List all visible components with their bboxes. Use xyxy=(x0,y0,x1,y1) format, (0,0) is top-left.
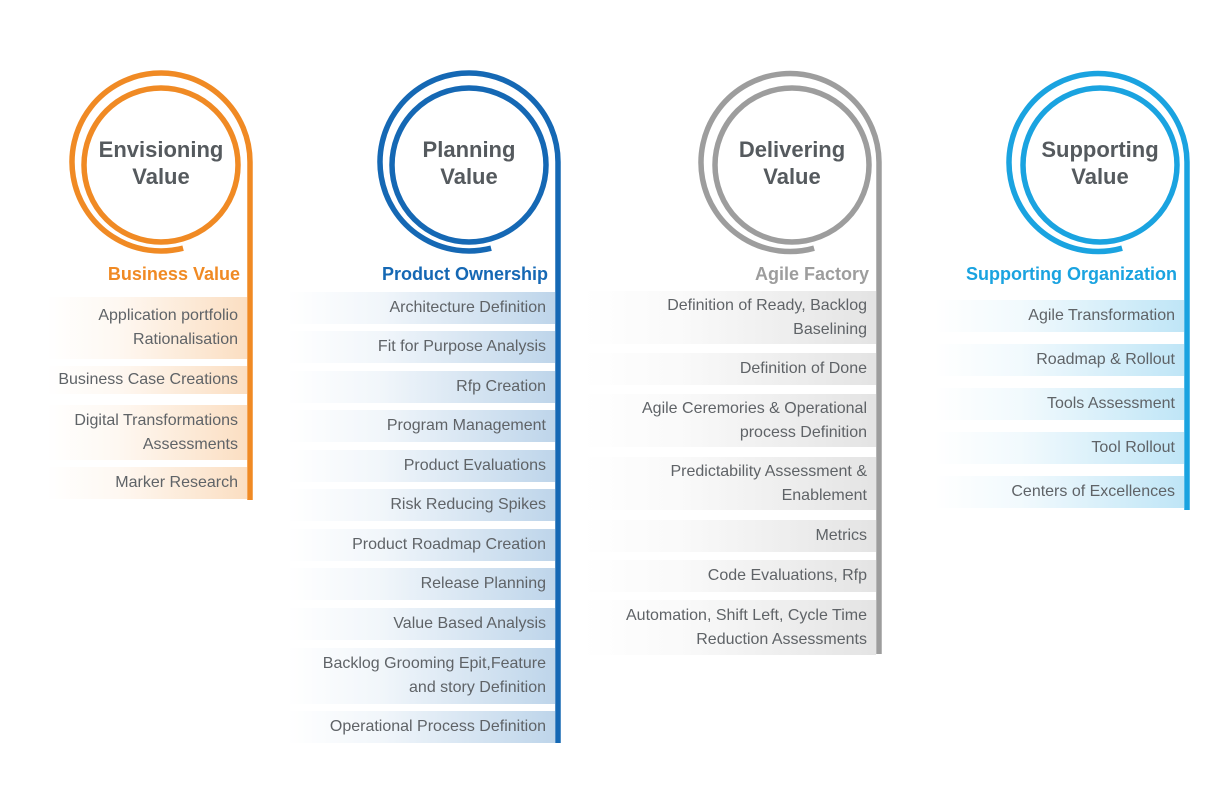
list-item: Definition of Done xyxy=(583,353,876,385)
list-item-label: Program Management xyxy=(386,417,546,434)
list-item-label: Architecture Definition xyxy=(389,299,546,316)
list-item: Operational Process Definition xyxy=(287,711,555,743)
list-item-label: Tool Rollout xyxy=(1091,439,1175,456)
list-item: Tools Assessment xyxy=(934,388,1184,420)
list-item: Architecture Definition xyxy=(287,292,555,324)
spiral-outer-arc xyxy=(698,70,882,654)
list-item: Predictability Assessment &Enablement xyxy=(583,457,876,510)
list-item: Metrics xyxy=(583,520,876,552)
spiral-inner-ring xyxy=(1020,85,1180,245)
list-item: Centers of Excellences xyxy=(934,476,1184,508)
list-item: Rfp Creation xyxy=(287,371,555,403)
list-item: Release Planning xyxy=(287,568,555,600)
list-item-label: Metrics xyxy=(815,527,867,544)
list-item-label: Tools Assessment xyxy=(1046,395,1175,412)
spiral-inner-ring xyxy=(81,85,241,245)
list-item: Fit for Purpose Analysis xyxy=(287,331,555,363)
list-item: Program Management xyxy=(287,410,555,442)
list-item-label: Roadmap & Rollout xyxy=(1036,351,1175,368)
spiral-outer-arc xyxy=(1006,70,1190,510)
list-item-label: Operational Process Definition xyxy=(329,718,546,735)
list-item: Value Based Analysis xyxy=(287,608,555,640)
list-item-label: Business Case Creations xyxy=(58,371,238,388)
list-item-label: Predictability Assessment &Enablement xyxy=(670,462,867,504)
column-title: Envisioning Value xyxy=(98,137,224,189)
list-item: Agile Transformation xyxy=(934,300,1184,332)
column-title: Delivering Value xyxy=(738,137,846,189)
column-heading: Product Ownership xyxy=(381,264,548,284)
list-item: Roadmap & Rollout xyxy=(934,344,1184,376)
column-heading: Supporting Organization xyxy=(966,264,1177,284)
list-item-label: Release Planning xyxy=(420,575,546,592)
column-heading: Agile Factory xyxy=(754,264,869,284)
list-item-label: Fit for Purpose Analysis xyxy=(377,338,546,355)
spiral-inner-ring xyxy=(712,85,872,245)
list-item: Product Evaluations xyxy=(287,450,555,482)
column-title: Supporting Value xyxy=(1041,137,1159,189)
list-item: Product Roadmap Creation xyxy=(287,529,555,561)
list-item: Risk Reducing Spikes xyxy=(287,489,555,521)
list-item-label: Value Based Analysis xyxy=(393,615,546,632)
list-item-label: Code Evaluations, Rfp xyxy=(707,567,867,584)
list-item-label: Definition of Done xyxy=(739,360,867,377)
column-heading: Business Value xyxy=(107,264,240,284)
list-item: Business Case Creations xyxy=(46,366,247,394)
spiral-outer-arc xyxy=(377,70,561,743)
column-title: Planning Value xyxy=(422,137,516,189)
list-item-label: Product Evaluations xyxy=(403,457,546,474)
list-item: Tool Rollout xyxy=(934,432,1184,464)
list-item-label: Marker Research xyxy=(115,474,238,491)
list-item-label: Product Roadmap Creation xyxy=(352,536,546,553)
list-item: Marker Research xyxy=(46,467,247,499)
list-item: Code Evaluations, Rfp xyxy=(583,560,876,592)
list-item-label: Risk Reducing Spikes xyxy=(390,496,546,513)
list-item-label: Rfp Creation xyxy=(456,378,546,395)
spiral-inner-ring xyxy=(389,85,549,245)
list-item-label: Centers of Excellences xyxy=(1011,483,1175,500)
list-item-label: Agile Transformation xyxy=(1028,307,1175,324)
spiral-outer-arc xyxy=(69,70,253,500)
